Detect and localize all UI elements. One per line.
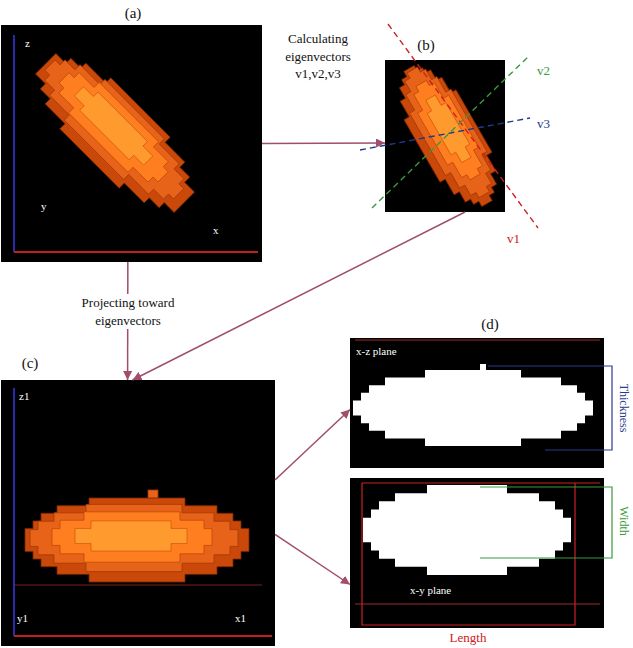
y-axis xyxy=(14,585,262,586)
panel-ground xyxy=(1,25,262,262)
panel-label: (b) xyxy=(417,37,435,54)
x-axis xyxy=(14,635,272,637)
panel-label: (d) xyxy=(481,316,499,333)
width-bracket xyxy=(480,487,612,558)
voxel-layer xyxy=(406,74,491,186)
x-axis xyxy=(355,340,600,341)
eigenvector-label: v3 xyxy=(537,117,550,131)
panel-ground xyxy=(350,338,604,468)
voxel-layer xyxy=(391,58,505,207)
eigenvector-label: v2 xyxy=(537,64,550,78)
edge-label: Projecting toward eigenvectors xyxy=(68,294,188,329)
length-bracket xyxy=(362,483,600,625)
flow-arrow xyxy=(275,534,350,584)
edge-label: Calculating eigenvectors v1,v2,v3 xyxy=(268,30,368,83)
voxel-layer xyxy=(353,370,593,446)
dimension-label: Thickness xyxy=(616,384,629,433)
thickness-bracket xyxy=(488,366,612,450)
voxel-layer xyxy=(421,92,476,165)
eigenvector-line xyxy=(372,55,530,208)
voxel-layer xyxy=(20,38,210,228)
panel-label: (a) xyxy=(125,5,142,22)
flow-arrow xyxy=(275,410,350,481)
eigenvector-label: v1 xyxy=(507,232,520,246)
image-panel: (c)z1y1x1 xyxy=(1,380,275,646)
axis-label: x xyxy=(213,224,219,236)
panel-ground xyxy=(1,380,275,646)
projection-silhouette xyxy=(363,485,571,575)
axis-label: z xyxy=(25,37,30,49)
voxel-layer xyxy=(70,82,158,170)
dimension-label: Width xyxy=(616,506,629,536)
image-panel: (d)x-z plane xyxy=(350,338,604,468)
voxel-layer xyxy=(30,504,238,571)
voxel-layer xyxy=(383,53,513,218)
z-axis xyxy=(13,35,15,252)
voxel-layer xyxy=(49,63,179,193)
voxel-object xyxy=(25,498,249,582)
panel-label: (c) xyxy=(22,355,39,372)
panel-ground xyxy=(350,478,604,628)
z-axis xyxy=(13,388,15,636)
axis-label: x1 xyxy=(235,612,246,624)
x-axis xyxy=(355,604,600,605)
voxel-layer xyxy=(25,498,249,582)
voxel-layer xyxy=(363,485,571,575)
projection-silhouette xyxy=(353,370,593,446)
flow-arrow xyxy=(262,142,385,144)
axis-label: z1 xyxy=(19,390,29,402)
voxel-object xyxy=(20,38,210,228)
image-panel: (b) xyxy=(385,60,505,212)
voxel-layer xyxy=(75,521,187,551)
voxel-layer xyxy=(52,512,212,562)
voxel-layer xyxy=(30,45,199,214)
axis-label: y1 xyxy=(17,612,28,624)
eigenvector-line xyxy=(388,24,538,228)
eigenvector-line xyxy=(360,118,530,150)
image-panel: x-y plane xyxy=(350,478,604,628)
plane-label: x-z plane xyxy=(356,345,397,357)
voxel-object xyxy=(383,53,513,218)
plane-label: x-y plane xyxy=(410,584,451,596)
dimension-label: Length xyxy=(450,631,487,645)
x-axis xyxy=(14,251,258,253)
axis-label: y xyxy=(41,200,47,212)
silhouette-bump xyxy=(480,364,486,372)
panel-grounds xyxy=(1,25,604,646)
image-panel: (a)zyx xyxy=(1,25,262,262)
